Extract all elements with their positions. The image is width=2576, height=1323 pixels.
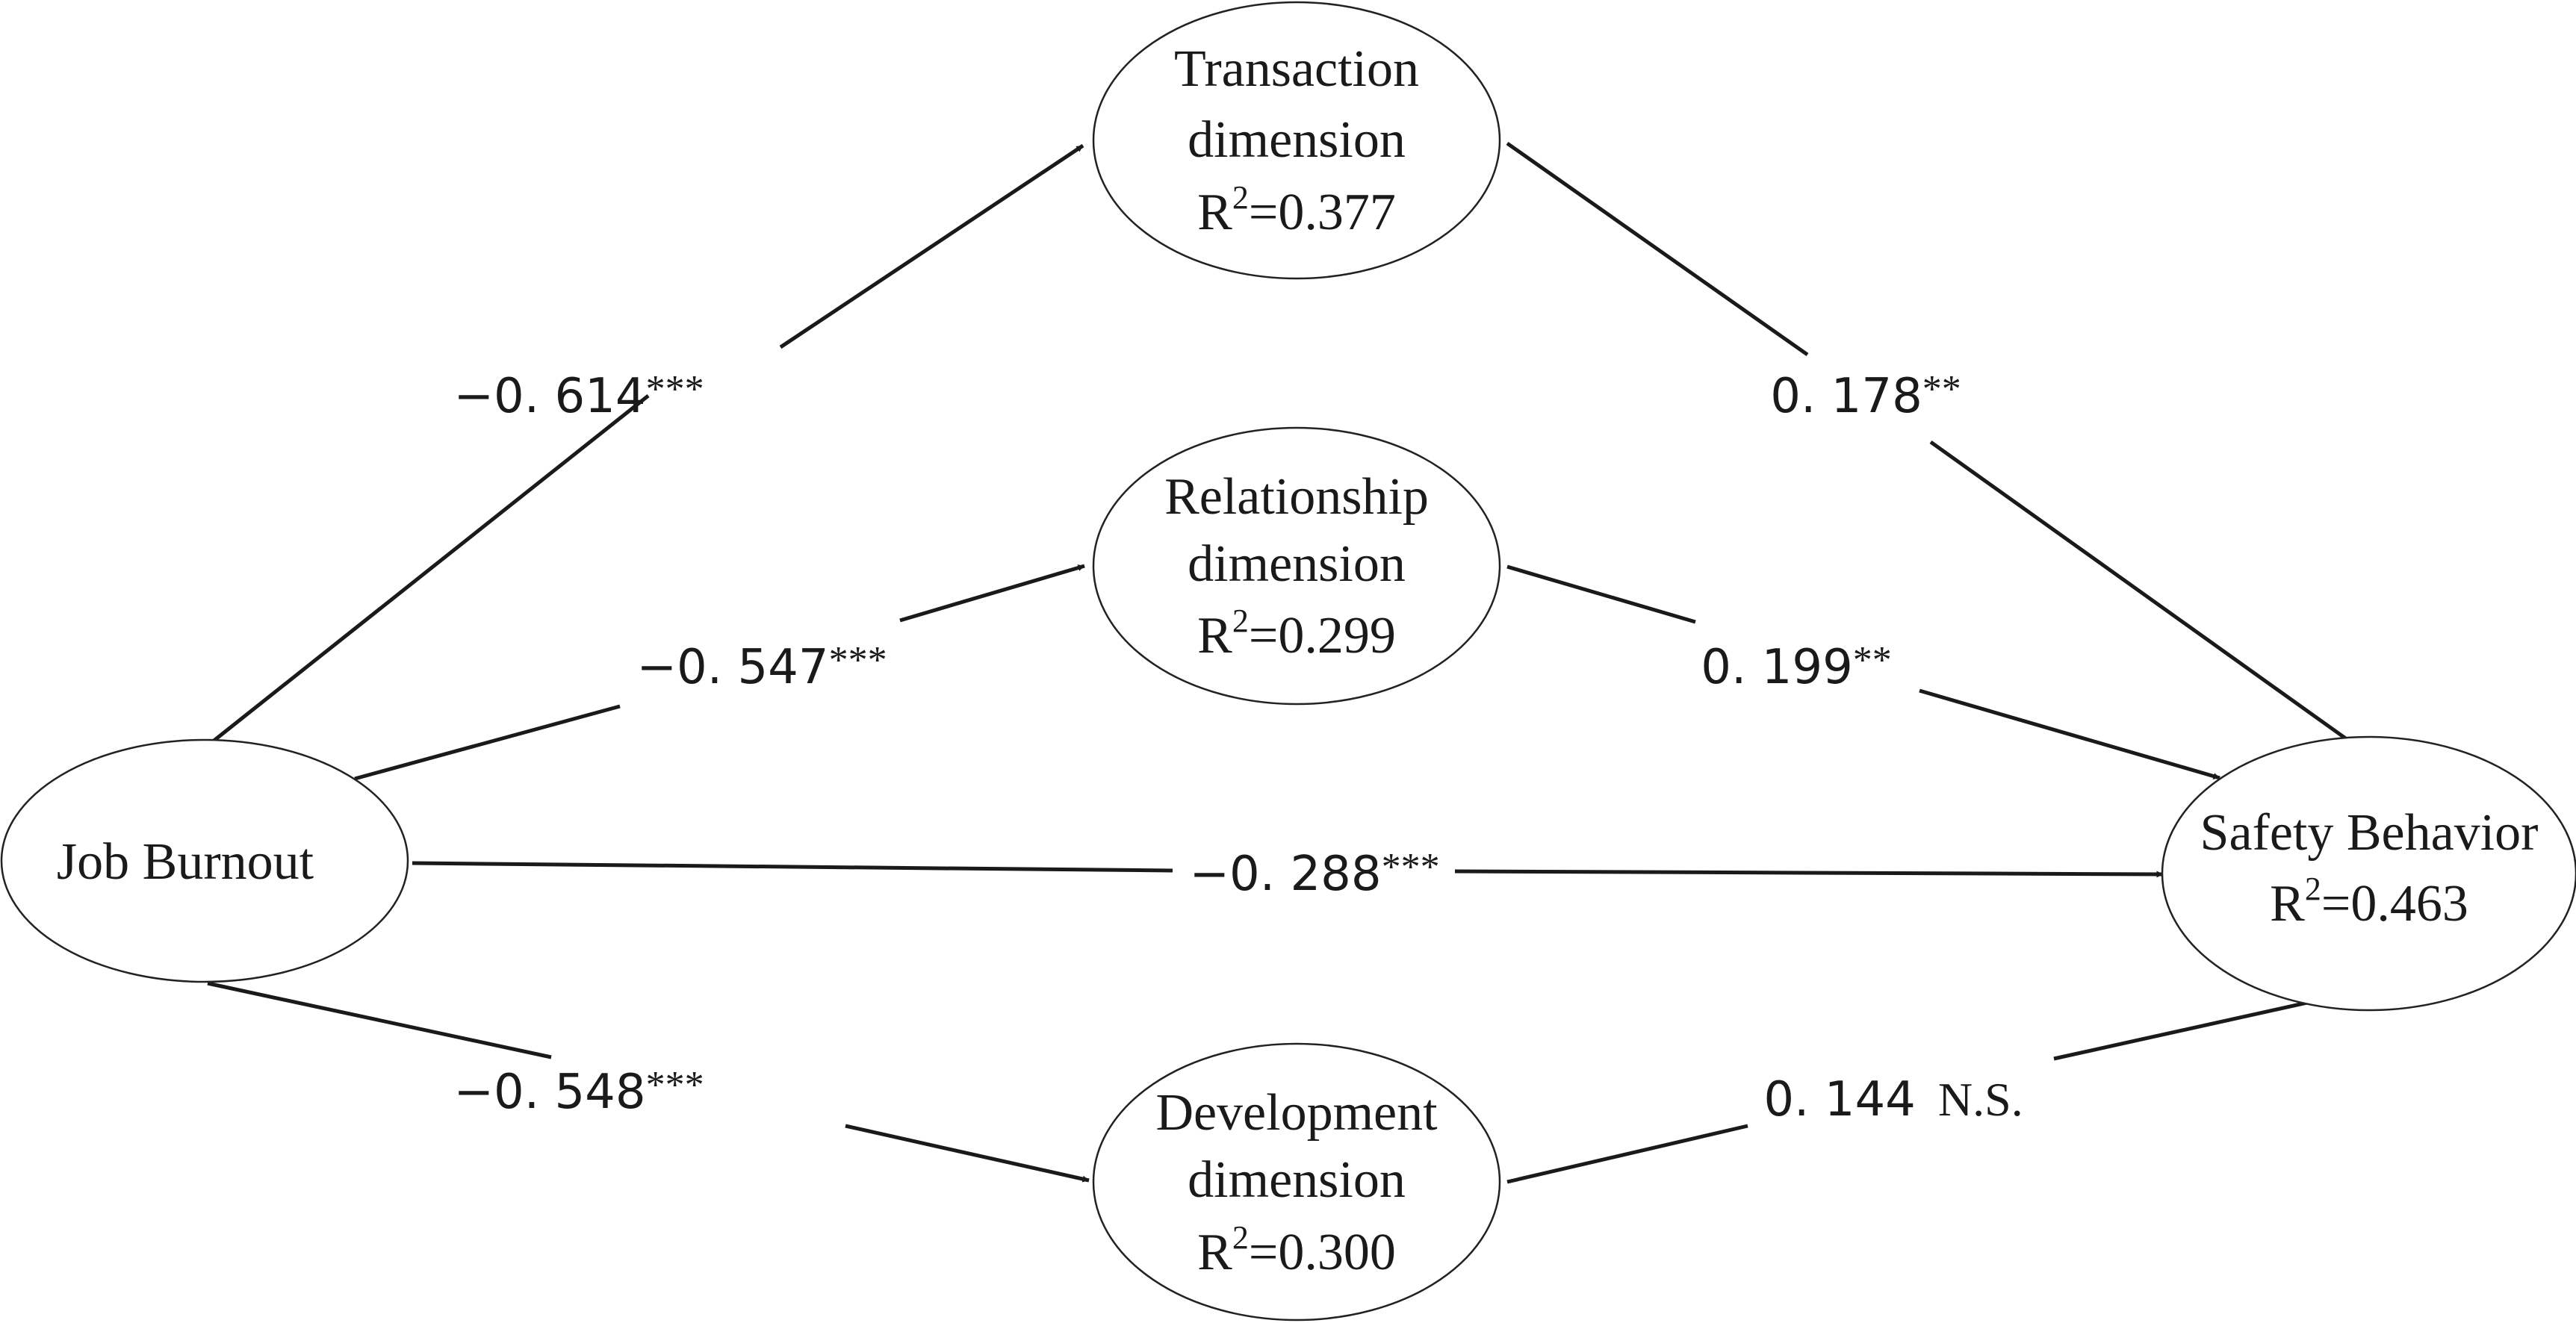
node-relationship-title: Relationship (1164, 468, 1429, 526)
node-development-subtitle: dimension (1188, 1151, 1406, 1209)
node-job-burnout: Job Burnout (0, 738, 409, 983)
r2-value: =0.299 (1249, 607, 1396, 664)
path-burnout-transaction (208, 143, 1084, 746)
coef-value: −0. 547 (636, 640, 828, 695)
path-burnout-safety (412, 861, 2164, 878)
path-burnout-relationship (354, 564, 1085, 781)
coef-transaction-safety: 0. 178** (1770, 368, 1961, 424)
node-transaction-title: Transaction (1174, 40, 1419, 98)
coef-relationship-safety: 0. 199** (1701, 639, 1892, 695)
coef-significance: N.S. (1938, 1073, 2023, 1126)
coef-burnout-relationship: −0. 547*** (636, 639, 887, 695)
path-relationship-safety (1506, 564, 2220, 780)
path-transaction-safety (1506, 141, 2364, 753)
coef-significance: *** (1382, 846, 1440, 888)
coef-significance: *** (646, 1064, 704, 1106)
node-job-burnout-label: Job Burnout (57, 833, 314, 891)
coef-value: −0. 614 (453, 369, 645, 424)
coef-burnout-development: −0. 548*** (453, 1064, 704, 1120)
r2-superscript: 2 (1232, 1219, 1249, 1256)
node-development-title: Development (1155, 1084, 1438, 1142)
coef-significance: *** (646, 368, 704, 411)
r2-value: =0.377 (1249, 184, 1396, 241)
node-transaction-ellipse (1092, 1, 1501, 280)
r2-superscript: 2 (1232, 603, 1249, 639)
coef-value: 0. 144 (1763, 1072, 1916, 1127)
node-development-ellipse (1092, 1042, 1501, 1322)
coef-value: 0. 199 (1701, 640, 1853, 695)
node-development: Development dimension R2=0.300 (1092, 1042, 1501, 1322)
node-relationship: Relationship dimension R2=0.299 (1092, 426, 1501, 706)
node-relationship-subtitle: dimension (1188, 535, 1406, 593)
node-safety-behavior-ellipse (2161, 735, 2576, 1012)
node-safety-behavior-r2: R2=0.463 (2270, 871, 2468, 933)
r2-value: =0.463 (2321, 875, 2468, 933)
r2-superscript: 2 (2305, 871, 2321, 907)
node-safety-behavior-title: Safety Behavior (2200, 804, 2539, 862)
coef-significance: *** (829, 639, 887, 682)
coef-burnout-transaction: −0. 614*** (453, 368, 704, 424)
coef-value: −0. 288 (1189, 847, 1381, 902)
path-burnout-development (207, 981, 1090, 1183)
node-relationship-ellipse (1092, 426, 1501, 706)
r2-symbol: R (1197, 184, 1232, 241)
r2-symbol: R (2270, 875, 2305, 933)
coef-development-safety: 0. 144 N.S. (1763, 1072, 2023, 1127)
coef-value: −0. 548 (453, 1065, 645, 1120)
r2-value: =0.300 (1249, 1224, 1396, 1281)
node-development-r2: R2=0.300 (1197, 1219, 1396, 1281)
r2-symbol: R (1197, 607, 1232, 664)
coef-significance: ** (1853, 639, 1892, 682)
coef-burnout-safety: −0. 288*** (1189, 846, 1439, 902)
node-transaction: Transaction dimension R2=0.377 (1092, 1, 1501, 280)
coef-significance: ** (1922, 368, 1961, 411)
node-relationship-r2: R2=0.299 (1197, 603, 1396, 664)
node-job-burnout-ellipse (0, 738, 409, 983)
node-safety-behavior: Safety Behavior R2=0.463 (2161, 735, 2576, 1012)
r2-superscript: 2 (1232, 179, 1249, 216)
coef-value: 0. 178 (1770, 369, 1922, 424)
node-transaction-subtitle: dimension (1188, 111, 1406, 169)
r2-symbol: R (1197, 1224, 1232, 1281)
node-transaction-r2: R2=0.377 (1197, 179, 1396, 241)
